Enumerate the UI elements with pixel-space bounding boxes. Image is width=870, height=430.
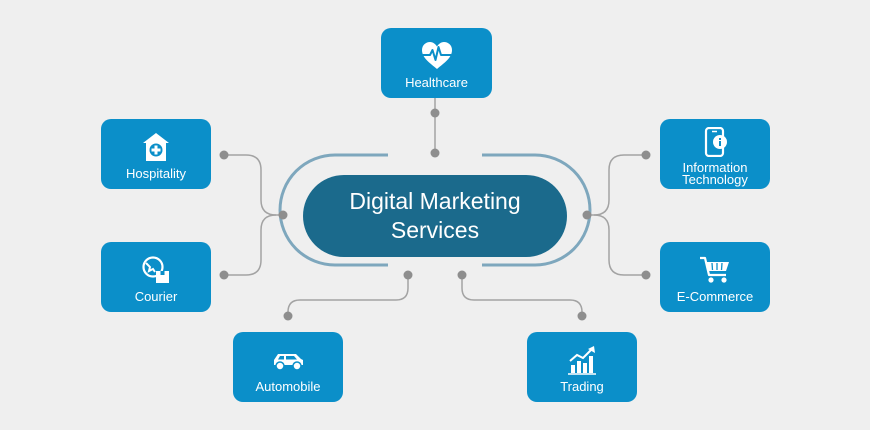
tile-trading[interactable]: Trading [527, 332, 637, 402]
shopping-cart-icon [700, 256, 729, 283]
tile-hospitality[interactable]: Hospitality [101, 119, 211, 189]
dot-left-hub [278, 210, 288, 220]
dot-automobile-bottom [283, 311, 293, 321]
ring-top-right [482, 153, 592, 267]
dot-trading-top [457, 270, 467, 280]
connector-hospitality [224, 154, 283, 216]
dot-automobile-top [403, 270, 413, 280]
tile-trading-label: Trading [560, 379, 604, 394]
delivery-box-icon [142, 256, 169, 283]
tile-ecommerce[interactable]: E-Commerce [660, 242, 770, 312]
dot-right-hub [582, 210, 592, 220]
bar-chart-growth-icon [568, 346, 596, 375]
tile-healthcare-label: Healthcare [405, 75, 468, 90]
connector-ecommerce [593, 214, 646, 276]
ring-top-left [278, 153, 388, 267]
connector-courier [224, 214, 277, 276]
tile-it-label-line2: Technology [682, 171, 748, 187]
connector-trading [461, 275, 583, 316]
tile-it-label-line1: Information [682, 159, 748, 175]
tile-information-technology[interactable]: Information Technology [660, 119, 770, 189]
hospital-icon [143, 133, 169, 161]
heartbeat-icon [421, 42, 452, 69]
dot-courier [219, 270, 229, 280]
tile-automobile-label: Automobile [255, 379, 321, 394]
tile-hospitality-label: Hospitality [126, 166, 186, 181]
car-icon [274, 354, 303, 371]
dot-healthcare-top [430, 108, 440, 118]
tile-courier-label: Courier [134, 289, 178, 304]
center-title-line2: Services [390, 217, 480, 243]
center-topic: Digital Marketing Services [303, 175, 567, 257]
connector-it [587, 154, 646, 216]
dot-healthcare-bottom [430, 148, 440, 158]
tile-courier[interactable]: Courier [101, 242, 211, 312]
dot-hospitality [219, 150, 229, 160]
tile-automobile[interactable]: Automobile [233, 332, 343, 402]
tile-healthcare[interactable]: Healthcare [381, 28, 492, 98]
dot-ecommerce [641, 270, 651, 280]
connector-automobile [287, 275, 409, 316]
center-title-line1: Digital Marketing [349, 188, 521, 214]
tile-ecommerce-label: E-Commerce [676, 289, 754, 304]
dot-it [641, 150, 651, 160]
dot-trading-bottom [577, 311, 587, 321]
mobile-info-icon [704, 126, 727, 157]
